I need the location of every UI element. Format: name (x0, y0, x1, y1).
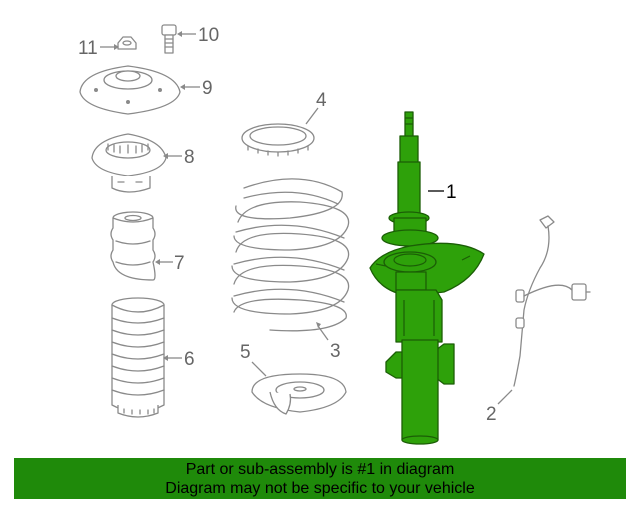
footer-banner: Part or sub-assembly is #1 in diagram Di… (14, 458, 626, 499)
callout-5-label: 5 (240, 342, 251, 363)
callout-1-label: 1 (446, 182, 457, 203)
part-11-nut[interactable] (117, 36, 137, 50)
callout-3-label: 3 (330, 341, 341, 362)
callout-11: 11 (78, 38, 119, 59)
callout-10: 10 (177, 25, 219, 46)
parts-diagram: 11 10 9 8 (78, 24, 591, 445)
callout-4-label: 4 (316, 90, 327, 111)
callout-6: 6 (163, 349, 195, 370)
part-5-lower-spring-seat[interactable] (251, 373, 347, 415)
part-1-strut-assembly[interactable] (369, 111, 485, 445)
callout-8-label: 8 (184, 147, 195, 168)
part-4-upper-spring-seat[interactable] (241, 123, 315, 157)
footer-line-1: Part or sub-assembly is #1 in diagram (185, 461, 455, 478)
callout-9-label: 9 (202, 78, 213, 99)
callout-9: 9 (180, 78, 213, 99)
callout-8: 8 (163, 147, 195, 168)
callout-4: 4 (305, 90, 327, 125)
callout-7-label: 7 (174, 253, 185, 274)
callout-3: 3 (316, 322, 341, 362)
part-6-dust-boot[interactable] (111, 297, 165, 418)
part-3-coil-spring[interactable] (231, 178, 350, 332)
callout-1: 1 (428, 182, 457, 203)
callout-6-label: 6 (184, 349, 195, 370)
callout-7: 7 (155, 253, 185, 274)
callout-2-label: 2 (486, 404, 497, 425)
callout-10-label: 10 (198, 25, 219, 46)
callout-5: 5 (240, 342, 267, 377)
callout-11-label: 11 (78, 38, 98, 59)
part-7-bump-stop[interactable] (110, 211, 156, 281)
part-2-sensor-wire[interactable] (513, 215, 591, 387)
footer-line-2: Diagram may not be specific to your vehi… (165, 480, 475, 497)
part-8-bearing[interactable] (91, 133, 167, 193)
part-10-bolt[interactable] (161, 24, 177, 54)
callout-2: 2 (486, 389, 513, 425)
part-9-strut-mount[interactable] (79, 65, 181, 115)
